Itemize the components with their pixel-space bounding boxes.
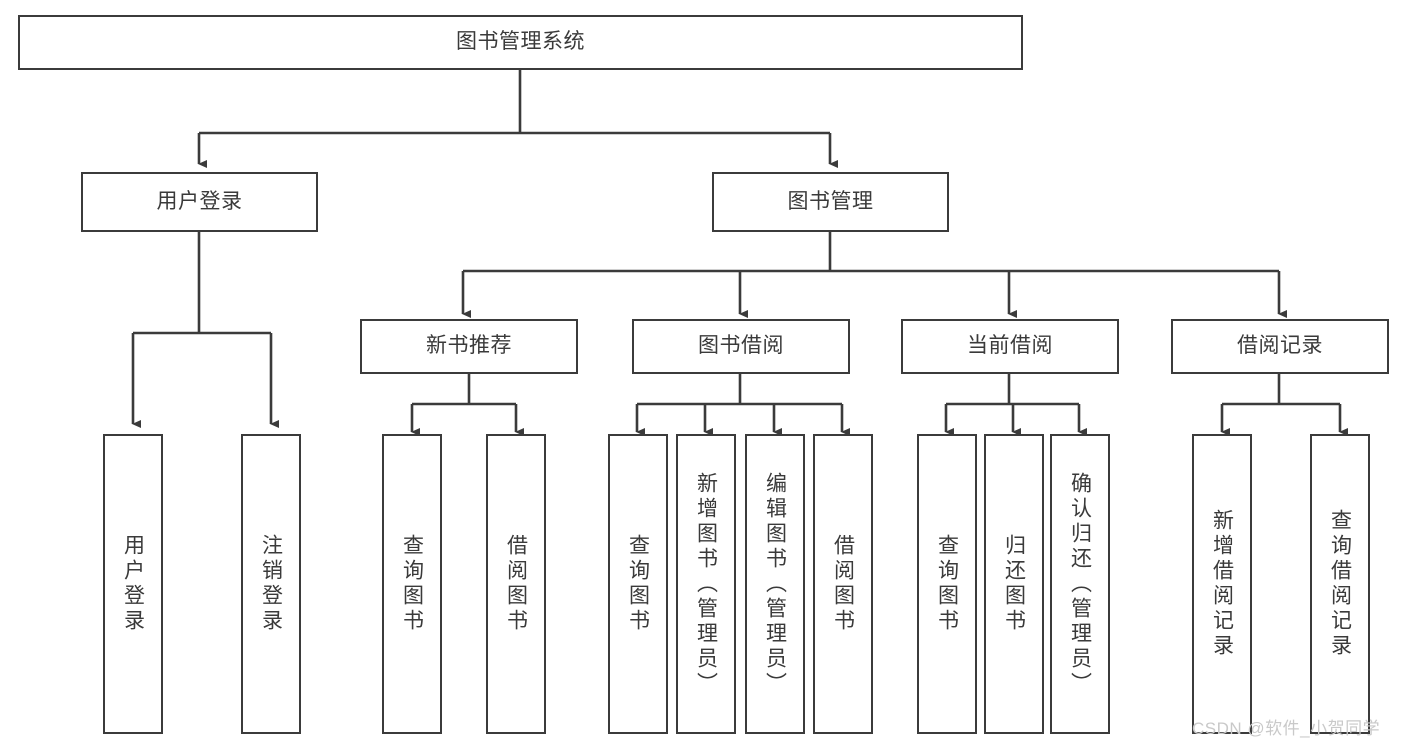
node-new-book-recommend-label: 新书推荐 [426, 334, 512, 358]
connectors-borrow-record [1220, 374, 1348, 436]
leaf-edit-book-label: 编辑图书（管理员） [763, 471, 787, 697]
connectors-root [197, 70, 838, 168]
leaf-confirm-return[interactable]: 确认归还（管理员） [1050, 434, 1110, 734]
leaf-query-book-3-label: 查询图书 [935, 534, 959, 634]
leaf-add-book[interactable]: 新增图书（管理员） [676, 434, 736, 734]
node-borrow-record-label: 借阅记录 [1237, 334, 1323, 358]
node-user-login[interactable]: 用户登录 [81, 172, 318, 232]
leaf-query-book-3[interactable]: 查询图书 [917, 434, 977, 734]
node-book-borrow[interactable]: 图书借阅 [632, 319, 850, 374]
connectors-new-book-recommend [410, 374, 524, 436]
leaf-add-book-label: 新增图书（管理员） [694, 471, 718, 697]
leaf-user-login[interactable]: 用户登录 [103, 434, 163, 734]
node-user-login-label: 用户登录 [156, 189, 243, 213]
leaf-query-record-label: 查询借阅记录 [1328, 509, 1352, 659]
leaf-query-book-2[interactable]: 查询图书 [608, 434, 668, 734]
leaf-query-book-1-label: 查询图书 [400, 534, 424, 634]
leaf-logout-login-label: 注销登录 [259, 534, 283, 634]
connectors-user-login [131, 232, 279, 428]
leaf-user-login-label: 用户登录 [121, 534, 145, 634]
leaf-query-record[interactable]: 查询借阅记录 [1310, 434, 1370, 734]
leaf-return-book[interactable]: 归还图书 [984, 434, 1044, 734]
leaf-confirm-return-label: 确认归还（管理员） [1068, 471, 1092, 697]
connectors-current-borrow [944, 374, 1087, 436]
leaf-borrow-book-1[interactable]: 借阅图书 [486, 434, 546, 734]
leaf-borrow-book-2[interactable]: 借阅图书 [813, 434, 873, 734]
connectors-book-borrow [635, 374, 850, 436]
node-root-label: 图书管理系统 [456, 30, 585, 54]
leaf-add-record-label: 新增借阅记录 [1210, 509, 1234, 659]
node-book-management-label: 图书管理 [787, 189, 874, 213]
node-current-borrow[interactable]: 当前借阅 [901, 319, 1119, 374]
node-borrow-record[interactable]: 借阅记录 [1171, 319, 1389, 374]
node-book-borrow-label: 图书借阅 [698, 334, 784, 358]
leaf-borrow-book-2-label: 借阅图书 [831, 534, 855, 634]
leaf-logout-login[interactable]: 注销登录 [241, 434, 301, 734]
leaf-query-book-2-label: 查询图书 [626, 534, 650, 634]
leaf-query-book-1[interactable]: 查询图书 [382, 434, 442, 734]
node-current-borrow-label: 当前借阅 [967, 334, 1053, 358]
node-root[interactable]: 图书管理系统 [18, 15, 1023, 70]
connectors-book-management [461, 232, 1287, 318]
leaf-borrow-book-1-label: 借阅图书 [504, 534, 528, 634]
node-book-management[interactable]: 图书管理 [712, 172, 949, 232]
leaf-return-book-label: 归还图书 [1002, 534, 1026, 634]
leaf-add-record[interactable]: 新增借阅记录 [1192, 434, 1252, 734]
leaf-edit-book[interactable]: 编辑图书（管理员） [745, 434, 805, 734]
node-new-book-recommend[interactable]: 新书推荐 [360, 319, 578, 374]
